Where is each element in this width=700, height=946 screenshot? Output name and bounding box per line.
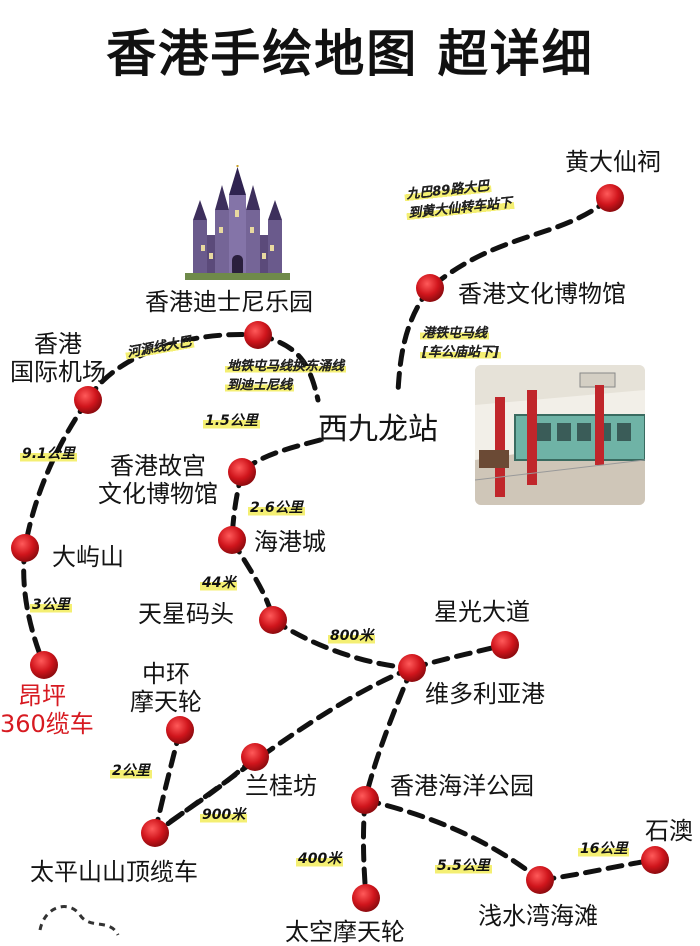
dot-stanley bbox=[641, 846, 669, 874]
distance-label: 5.5公里 bbox=[435, 855, 492, 875]
place-west-kowloon[interactable]: 西九龙站 bbox=[318, 413, 438, 447]
dot-star-ferry bbox=[259, 606, 287, 634]
route-repulse-stanley bbox=[537, 857, 658, 883]
dot-airport bbox=[74, 386, 102, 414]
dot-bottom bbox=[352, 884, 380, 912]
dot-repulse-bay bbox=[526, 866, 554, 894]
dot-ocean-park bbox=[351, 786, 379, 814]
distance-label: 800米 bbox=[328, 625, 376, 645]
distance-label: 2公里 bbox=[110, 760, 152, 780]
distance-label: 1.5公里 bbox=[203, 410, 260, 430]
place-label: 香港 bbox=[34, 330, 82, 358]
doodle-decoration bbox=[38, 905, 120, 936]
place-victoria-harbour[interactable]: 维多利亚港 bbox=[425, 680, 545, 708]
distance-label: 400米 bbox=[296, 848, 344, 868]
route-ocean-bottom bbox=[360, 797, 369, 901]
place-label: 兰桂坊 bbox=[245, 772, 317, 800]
place-central-wheel[interactable]: 中环 摩天轮 bbox=[130, 660, 202, 716]
route-note-tuen-ma: 港铁屯马线 [车公庙站下] bbox=[420, 322, 501, 360]
castle-icon bbox=[185, 165, 290, 280]
dot-avenue-of-stars bbox=[491, 631, 519, 659]
distance-label: 900米 bbox=[200, 804, 248, 824]
place-label: 西九龙站 bbox=[318, 412, 438, 447]
distance-label: 9.1公里 bbox=[20, 443, 77, 463]
place-label: 黄大仙祠 bbox=[565, 148, 661, 176]
place-label: 香港迪士尼乐园 bbox=[145, 288, 313, 316]
place-label: 香港故宫 bbox=[110, 452, 206, 480]
route-note-line: 地铁屯马线换东涌线 bbox=[225, 359, 347, 374]
dot-palace-museum bbox=[228, 458, 256, 486]
place-palace-museum[interactable]: 香港故宫 文化博物馆 bbox=[98, 452, 218, 508]
place-lan-kwai-fong[interactable]: 兰桂坊 bbox=[245, 772, 317, 800]
station-illustration bbox=[475, 365, 645, 505]
page-title: 香港手绘地图 超详细 bbox=[106, 25, 594, 83]
place-label: 天星码头 bbox=[138, 600, 234, 628]
place-harbour-city[interactable]: 海港城 bbox=[254, 528, 326, 556]
place-wong-tai-sin[interactable]: 黄大仙祠 bbox=[565, 148, 661, 176]
dot-lantau bbox=[11, 534, 39, 562]
dot-harbour-city bbox=[218, 526, 246, 554]
distance-label: 2.6公里 bbox=[248, 497, 305, 517]
route-starferry-victoria bbox=[270, 617, 415, 671]
place-label: 香港海洋公园 bbox=[390, 772, 534, 800]
route-victoria-peak bbox=[152, 665, 415, 836]
place-label: 文化博物馆 bbox=[98, 480, 218, 508]
place-label: 太空摩天轮 bbox=[285, 918, 405, 946]
place-heritage-museum[interactable]: 香港文化博物馆 bbox=[458, 280, 626, 308]
place-disneyland[interactable]: 香港迪士尼乐园 bbox=[145, 288, 313, 316]
place-label: 国际机场 bbox=[10, 358, 106, 386]
route-note-line: 港铁屯马线 bbox=[420, 326, 490, 341]
place-label: 360缆车 bbox=[0, 710, 94, 738]
place-star-ferry[interactable]: 天星码头 bbox=[138, 600, 234, 628]
place-label: 维多利亚港 bbox=[425, 680, 545, 708]
place-repulse-bay[interactable]: 浅水湾海滩 bbox=[478, 902, 598, 930]
route-victoria-avenue bbox=[409, 642, 508, 671]
place-ocean-park[interactable]: 香港海洋公园 bbox=[390, 772, 534, 800]
dot-lan-kwai-fong bbox=[241, 743, 269, 771]
dot-ngong-ping bbox=[30, 651, 58, 679]
place-bottom-cut[interactable]: 太空摩天轮 bbox=[285, 918, 405, 946]
route-ocean-repulse bbox=[362, 797, 543, 883]
place-stanley[interactable]: 石澳 bbox=[645, 817, 693, 845]
dot-disneyland bbox=[244, 321, 272, 349]
place-label: 中环 bbox=[142, 660, 190, 688]
place-avenue-of-stars[interactable]: 星光大道 bbox=[434, 598, 530, 626]
dot-peak-tram bbox=[141, 819, 169, 847]
route-wongtaisin-heritage bbox=[427, 195, 613, 291]
place-peak-tram[interactable]: 太平山山顶缆车 bbox=[30, 858, 198, 886]
route-note-mtr-disney: 地铁屯马线换东涌线 到迪士尼线 bbox=[225, 355, 347, 393]
place-label: 海港城 bbox=[254, 528, 326, 556]
dot-victoria-harbour bbox=[398, 654, 426, 682]
dot-central-wheel bbox=[166, 716, 194, 744]
distance-label: 3公里 bbox=[30, 594, 72, 614]
distance-label: 16公里 bbox=[578, 838, 630, 858]
place-label: 太平山山顶缆车 bbox=[30, 858, 198, 886]
dot-wong-tai-sin bbox=[596, 184, 624, 212]
place-label: 浅水湾海滩 bbox=[478, 902, 598, 930]
dot-heritage-museum bbox=[416, 274, 444, 302]
place-label: 星光大道 bbox=[434, 598, 530, 626]
place-label: 摩天轮 bbox=[130, 688, 202, 716]
route-airport-lantau bbox=[22, 397, 91, 551]
place-lantau[interactable]: 大屿山 bbox=[52, 543, 124, 571]
place-label: 大屿山 bbox=[52, 543, 124, 571]
place-label: 香港文化博物馆 bbox=[458, 280, 626, 308]
route-note-line: 到迪士尼线 bbox=[225, 378, 295, 393]
route-note-line: [车公庙站下] bbox=[420, 345, 501, 360]
station-dots bbox=[11, 184, 669, 912]
place-ngong-ping[interactable]: 昂坪 360缆车 bbox=[0, 682, 94, 738]
distance-label: 44米 bbox=[200, 572, 238, 592]
place-airport[interactable]: 香港 国际机场 bbox=[10, 330, 106, 386]
place-label: 石澳 bbox=[645, 817, 693, 845]
place-label: 昂坪 bbox=[18, 682, 66, 710]
